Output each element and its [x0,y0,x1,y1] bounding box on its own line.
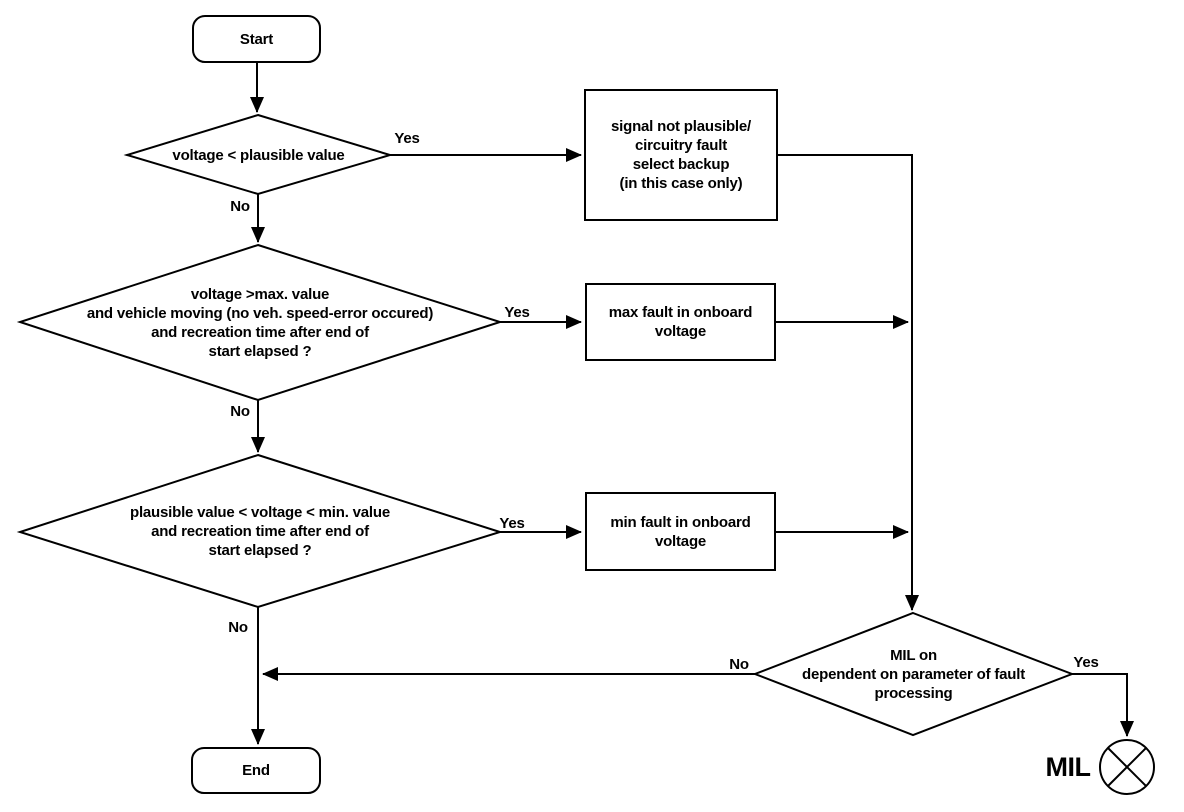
decision-mil-on-shape [752,611,1075,737]
edge-process1-to-junction [777,154,919,611]
decision-voltage-plausible-shape [123,113,394,196]
decision-voltage-min-shape [16,453,504,609]
process-max-fault-label: max fault in onboard voltage [608,304,753,340]
process-min-fault-label: min fault in onboard voltage [610,513,751,550]
decision2-no-label: No [230,402,250,420]
mil-lamp-icon [1099,739,1155,795]
process-signal-not-plausible-shape [584,89,778,221]
decision-voltage-max-shape [16,243,504,402]
decision3-yes-label: Yes [499,514,525,532]
decision-voltage-plausible-label: voltage < plausible value [172,146,345,164]
decision1-no-label: No [230,197,250,215]
decision2-yes-label: Yes [504,303,530,321]
start-node-label: Start [239,30,274,48]
edge-decision4-yes [1072,673,1134,737]
process-min-fault-shape [585,492,776,571]
decision3-no-label: No [228,618,248,636]
process-max-fault-shape [585,283,776,361]
process-signal-not-plausible-label: signal not plausible/ circuitry fault se… [611,118,751,192]
decision1-yes-label: Yes [394,129,420,147]
end-node-shape [191,747,321,794]
end-node-label: End [242,762,270,779]
decision-mil-on-label: MIL on dependent on parameter of fault p… [802,646,1025,702]
decision4-yes-label: Yes [1073,653,1099,671]
decision4-no-label: No [729,655,749,673]
mil-indicator-label: MIL [1045,752,1092,782]
decision-voltage-min-label: plausible value < voltage < min. value a… [129,503,390,559]
decision-voltage-max-label: voltage >max. value and vehicle moving (… [86,285,434,360]
